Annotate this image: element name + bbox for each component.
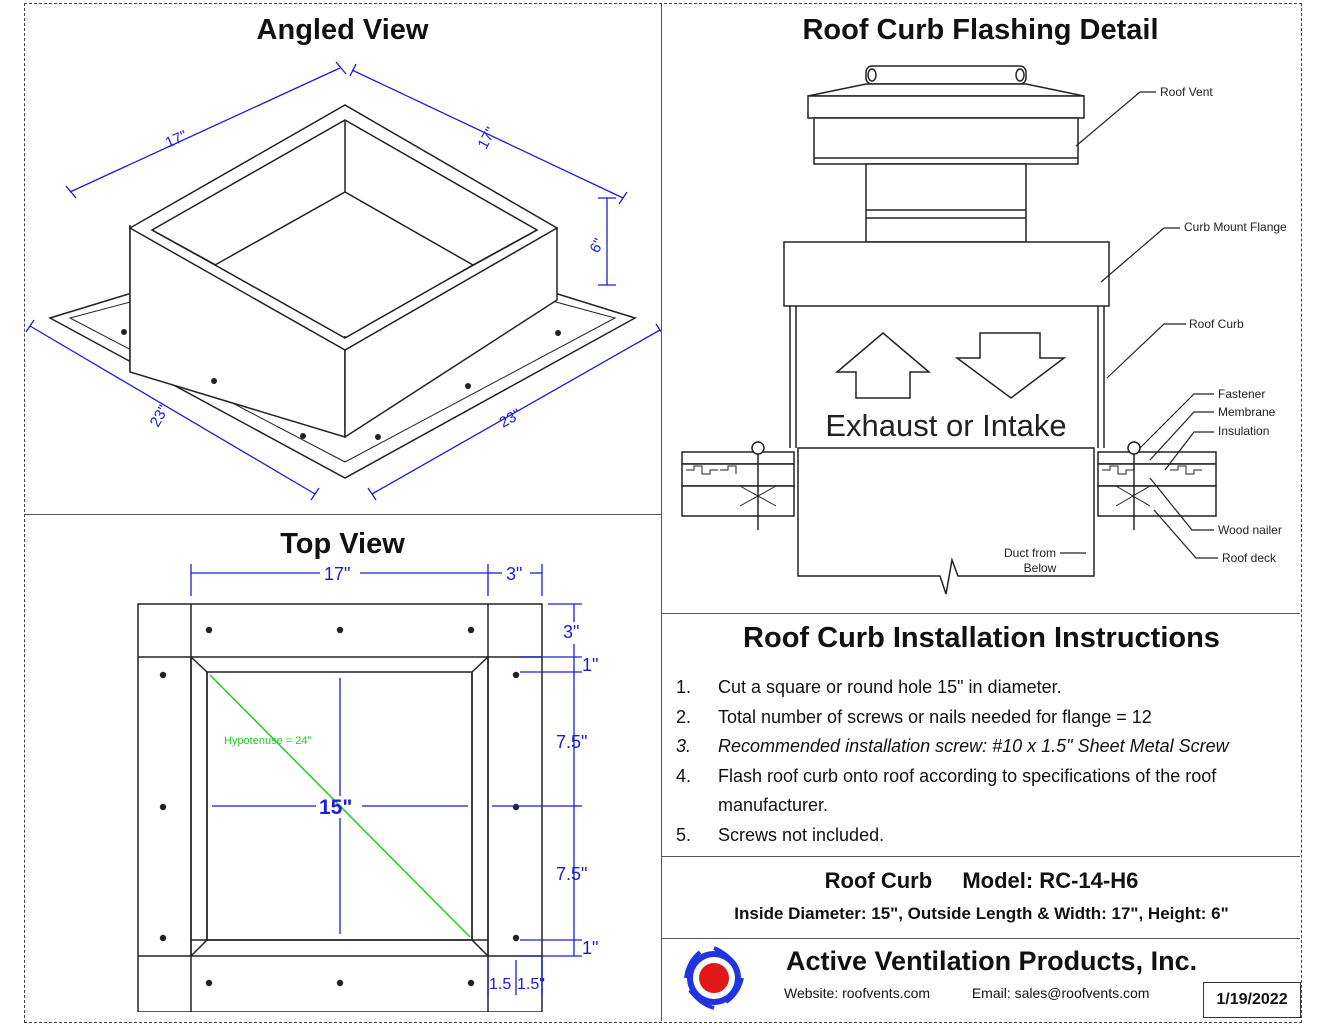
instruction-item: 5. Screws not included.	[676, 821, 1296, 851]
dim-bottom-b: 1.5"	[517, 976, 545, 993]
top-view-screws	[159, 626, 520, 987]
right-divider-3	[661, 938, 1300, 939]
dim-wall-top-1: 1"	[582, 655, 598, 675]
company-contact: Website: roofvents.com Email: sales@roof…	[784, 985, 1149, 1001]
instruction-item: 2. Total number of screws or nails neede…	[676, 703, 1296, 733]
hypotenuse-line	[209, 674, 471, 938]
dim-top-3: 3"	[506, 564, 522, 584]
callout-wood-nailer: Wood nailer	[1218, 523, 1282, 537]
instruction-number: 2.	[676, 706, 692, 727]
dim-wall-bottom-1: 1"	[582, 938, 598, 958]
instruction-number: 1.	[676, 677, 692, 697]
flashing-detail-title: Roof Curb Flashing Detail	[802, 14, 1159, 46]
instruction-item: 3. Recommended installation screw: #10 x…	[676, 732, 1296, 762]
instruction-number: 3.	[676, 736, 692, 756]
callout-fastener: Fastener	[1218, 387, 1265, 401]
top-view-drawing: 17" 3" 3" 1" 7.5" 7.5" 1" 1.5 1.5" 15" H…	[137, 564, 598, 1012]
outer-border	[24, 3, 1302, 1023]
product-name: Roof Curb	[824, 868, 933, 893]
callout-membrane: Membrane	[1218, 405, 1276, 419]
product-specs: Inside Diameter: 15", Outside Length & W…	[734, 904, 1229, 923]
instruction-number: 4.	[676, 765, 692, 786]
airflow-text: Exhaust or Intake	[825, 408, 1066, 443]
website-label: Website:	[784, 985, 839, 1001]
callout-roof-deck: Roof deck	[1222, 551, 1277, 565]
dim-bottom-a: 1.5	[489, 976, 511, 993]
instruction-text: Recommended installation screw: #10 x 1.…	[718, 736, 1229, 756]
product-model: Model: RC-14-H6	[962, 868, 1139, 893]
dim-angled-6: 6"	[587, 236, 608, 256]
duct	[797, 447, 1095, 595]
instruction-text: Cut a square or round hole 15" in diamet…	[718, 677, 1062, 697]
callout-duct-line2: Below	[1024, 561, 1057, 575]
callout-curb-mount-flange: Curb Mount Flange	[1184, 220, 1287, 234]
instruction-item: 1. Cut a square or round hole 15" in dia…	[676, 673, 1296, 703]
right-divider-1	[661, 613, 1300, 614]
product-model-line: Roof Curb Model: RC-14-H6	[663, 868, 1300, 894]
dim-right-3: 3"	[563, 622, 579, 642]
angled-view-title: Angled View	[256, 14, 429, 46]
curb-mount-flange	[783, 241, 1110, 307]
dim-top-17: 17"	[324, 564, 350, 584]
email-link[interactable]: sales@roofvents.com	[1014, 985, 1150, 1001]
instructions-title: Roof Curb Installation Instructions	[743, 622, 1220, 654]
instructions-list: 1. Cut a square or round hole 15" in dia…	[676, 673, 1296, 850]
dim-inside-15: 15"	[319, 796, 352, 819]
flashing-detail-drawing: Exhaust or Intake Roof Vent Curb Mount F…	[681, 65, 1287, 595]
top-view-title: Top View	[280, 528, 405, 560]
instruction-text: Screws not included.	[718, 824, 885, 845]
email-label: Email:	[971, 985, 1011, 1001]
dim-angled-23-left: 23"	[147, 402, 173, 430]
dim-angled-17-right: 17"	[475, 124, 500, 151]
instruction-number: 5.	[676, 824, 692, 845]
callout-duct-line1: Duct from	[1004, 546, 1056, 560]
company-logo	[684, 946, 744, 1010]
callout-roof-vent: Roof Vent	[1160, 85, 1213, 99]
drawing-date: 1/19/2022	[1203, 982, 1301, 1018]
instruction-item: 4. Flash roof curb onto roof according t…	[676, 762, 1296, 821]
center-divider	[661, 3, 662, 1021]
company-name: Active Ventilation Products, Inc.	[786, 946, 1198, 976]
hypotenuse-label: Hypotenuse = 24"	[224, 735, 311, 747]
instruction-text: Total number of screws or nails needed f…	[718, 706, 1152, 727]
callout-insulation: Insulation	[1218, 424, 1269, 438]
callout-roof-curb: Roof Curb	[1189, 317, 1244, 331]
angled-view-drawing: 17" 17" 6" 23" 23"	[25, 61, 661, 501]
website-link[interactable]: roofvents.com	[842, 985, 931, 1001]
instruction-text: Flash roof curb onto roof according to s…	[718, 765, 1217, 816]
intake-arrow	[954, 332, 1067, 399]
dim-half-bottom: 7.5"	[556, 864, 587, 884]
dim-half-top: 7.5"	[556, 732, 587, 752]
right-divider-2	[661, 856, 1300, 857]
roof-vent-cap	[807, 83, 1085, 97]
left-divider	[24, 514, 661, 515]
exhaust-arrow	[834, 332, 932, 399]
flange-screws	[121, 329, 561, 440]
